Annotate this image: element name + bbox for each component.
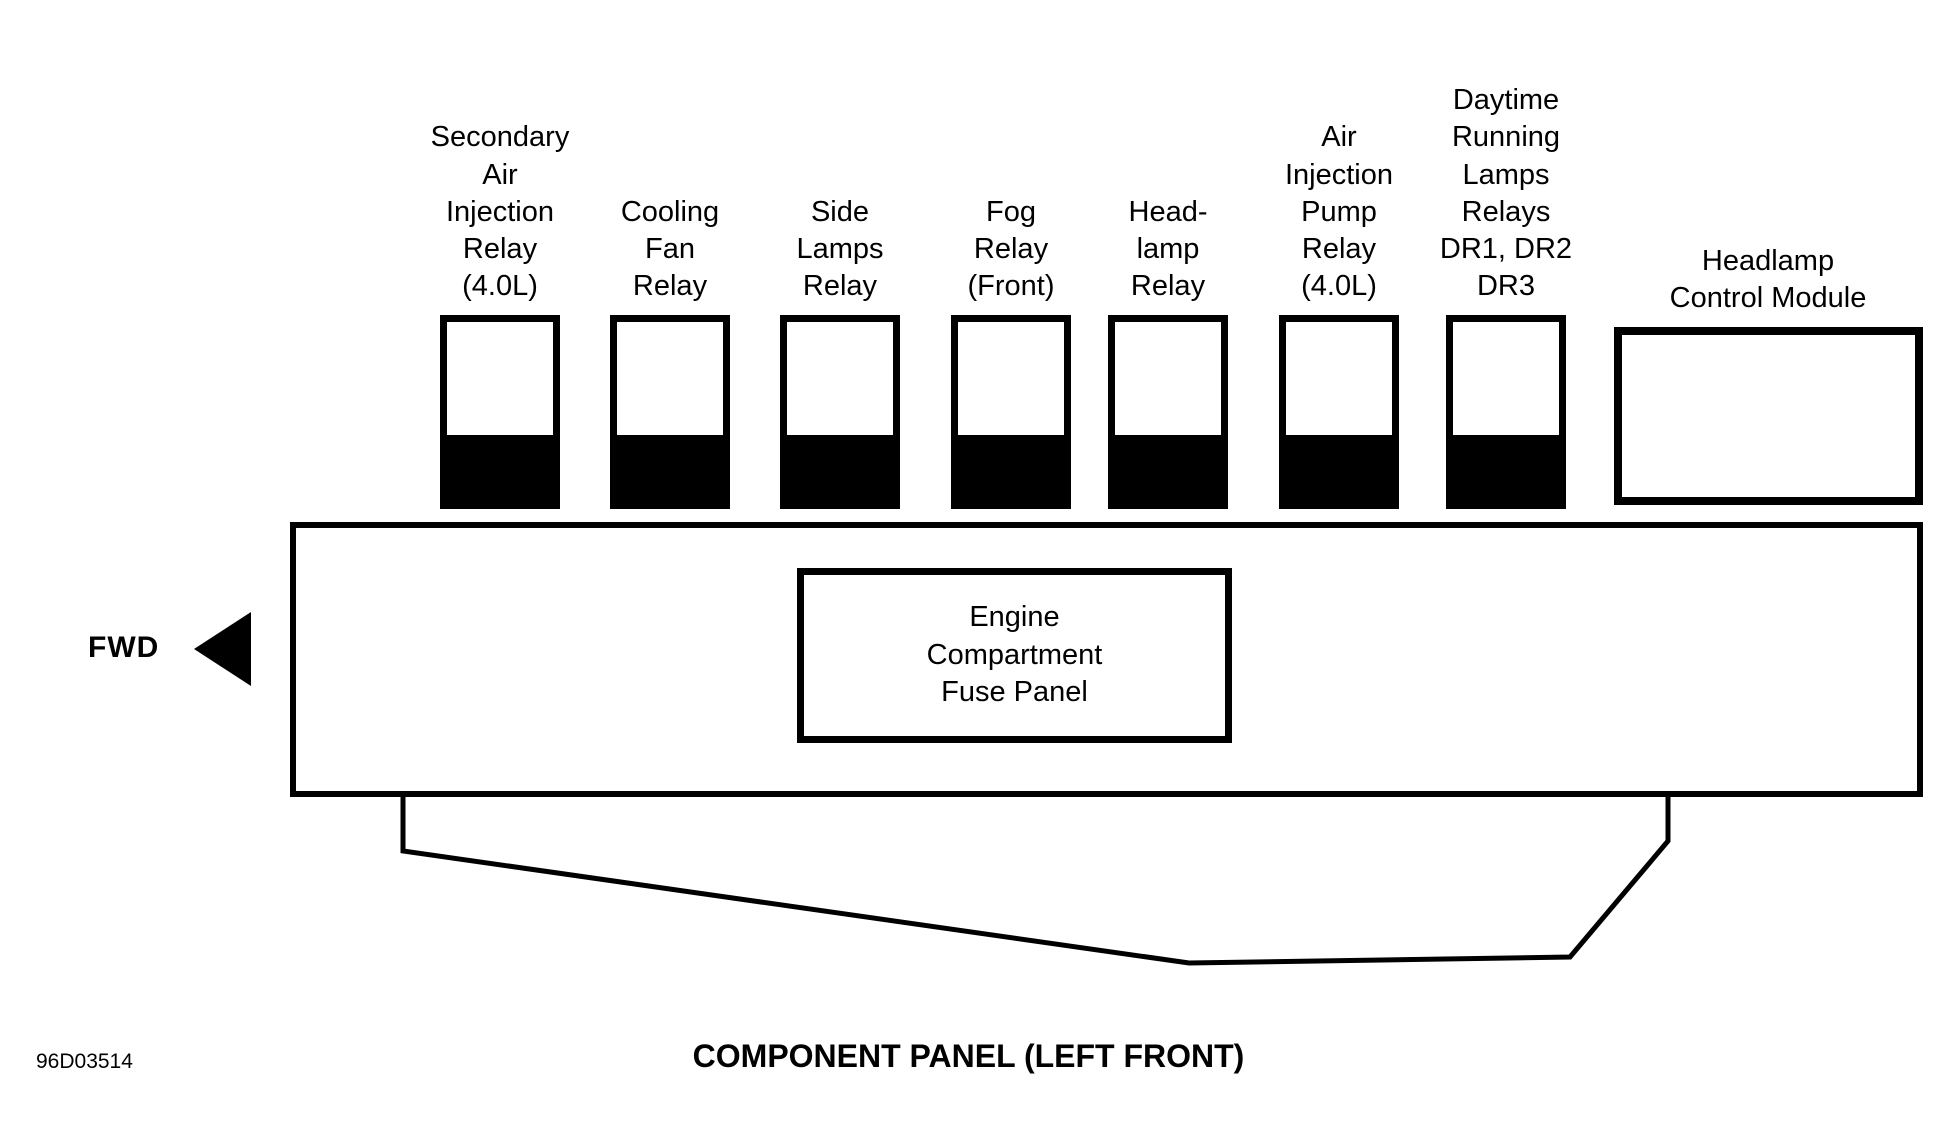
relay-window [787,322,893,435]
relay-box [1108,315,1228,509]
relay-window [1115,322,1221,435]
relay-base [447,435,553,502]
fuse-panel-label: Engine Compartment Fuse Panel [926,600,1103,709]
component-daytime-running-lamps-relays: Daytime Running Lamps Relays DR1, DR2 DR… [1396,82,1616,509]
relay-base [787,435,893,502]
component-label: Daytime Running Lamps Relays DR1, DR2 DR… [1439,84,1573,302]
component-headlamp-relay: Head- lamp Relay [1058,194,1278,509]
relay-box [610,315,730,509]
relay-base [1115,435,1221,502]
component-label: Fog Relay (Front) [967,195,1055,302]
engine-compartment-fuse-panel: Engine Compartment Fuse Panel [797,568,1232,743]
relay-base [958,435,1064,502]
relay-window [958,322,1064,435]
relay-window [447,322,553,435]
diagram-caption: COMPONENT PANEL (LEFT FRONT) [692,1038,1245,1074]
doc-number: 96D03514 [36,1050,133,1073]
component-side-lamps-relay: Side Lamps Relay [730,194,950,509]
component-secondary-air-injection-relay: Secondary Air Injection Relay (4.0L) [390,119,610,509]
relay-base [1453,435,1559,502]
fwd-label: FWD [88,631,160,664]
component-cooling-fan-relay: Cooling Fan Relay [560,194,780,509]
component-label: Side Lamps Relay [796,195,884,302]
component-label: Cooling Fan Relay [620,195,720,302]
component-air-injection-pump-relay: Air Injection Pump Relay (4.0L) [1229,119,1449,509]
component-headlamp-control-module: Headlamp Control Module [1598,243,1937,505]
module-box [1613,327,1923,505]
component-label: Air Injection Pump Relay (4.0L) [1284,121,1393,302]
relay-box [780,315,900,509]
relay-window [1453,322,1559,435]
component-panel-outline: Engine Compartment Fuse Panel [290,522,1923,797]
relay-box [440,315,560,509]
component-label: Secondary Air Injection Relay (4.0L) [430,121,570,302]
relay-window [1286,322,1392,435]
relay-window [617,322,723,435]
relay-box [1446,315,1566,509]
relay-box [1279,315,1399,509]
relay-base [617,435,723,502]
component-label: Headlamp Control Module [1669,244,1867,314]
fwd-arrow-icon [194,612,251,686]
component-label: Head- lamp Relay [1128,195,1208,302]
relay-base [1286,435,1392,502]
relay-box [951,315,1071,509]
component-fog-relay-front: Fog Relay (Front) [901,194,1121,509]
